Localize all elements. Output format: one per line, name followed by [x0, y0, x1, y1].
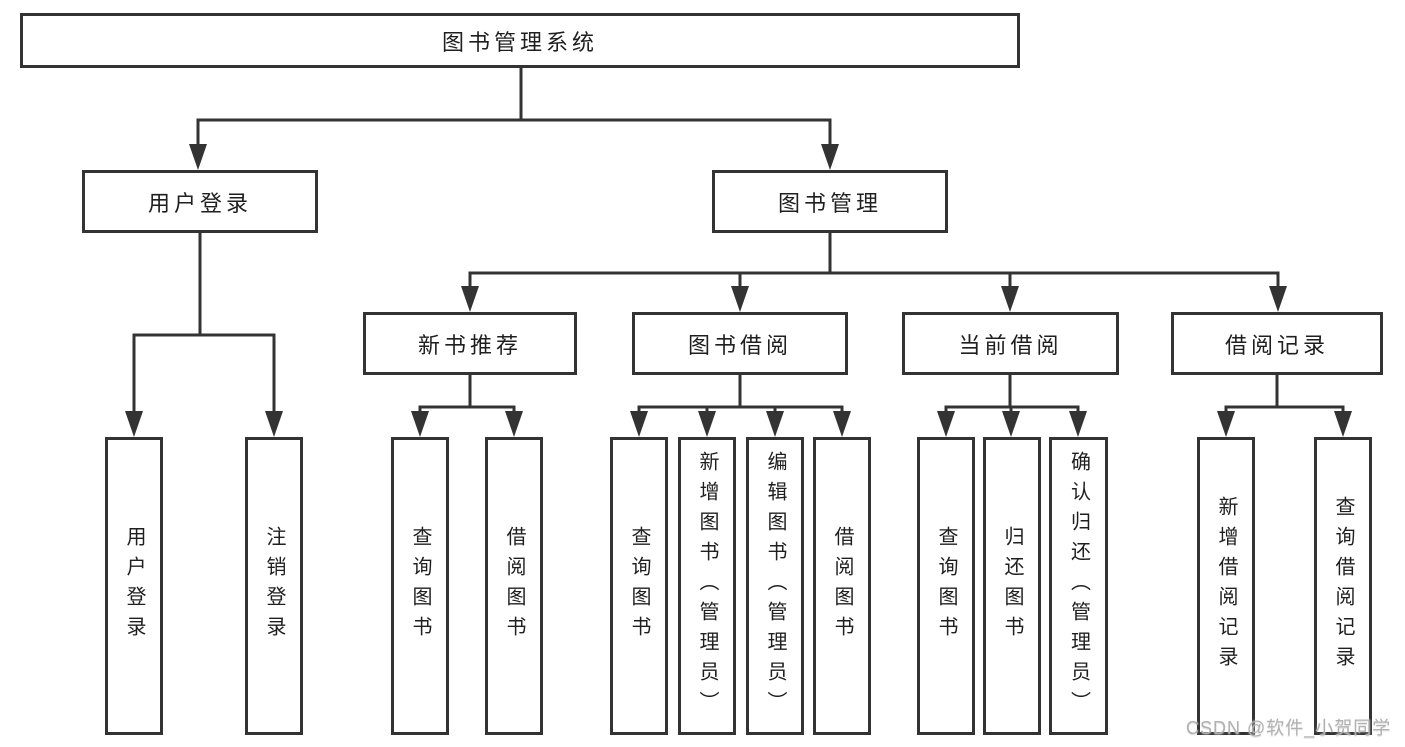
leaf-logout: 注销登录 [245, 437, 303, 735]
leaf-borrow-books: 借阅图书 [813, 437, 871, 735]
node-label: 查询图书 [628, 526, 650, 646]
node-label: 当前借阅 [958, 332, 1063, 358]
node-label: 图书管理系统 [441, 29, 598, 55]
node-label: 借阅图书 [831, 526, 853, 646]
leaf-query-borrow-record: 查询借阅记录 [1314, 437, 1372, 735]
node-label: 借阅记录 [1224, 332, 1329, 358]
node-label: 确认归还（管理员） [1067, 451, 1090, 721]
leaf-return-books: 归还图书 [983, 437, 1041, 735]
node-label: 新书推荐 [417, 332, 522, 358]
node-label: 新增图书（管理员） [696, 451, 718, 721]
leaf-query-books-borrow: 查询图书 [610, 437, 668, 735]
node-library-management-system: 图书管理系统 [20, 13, 1020, 68]
node-label: 查询借阅记录 [1332, 496, 1354, 676]
node-label: 图书管理 [777, 190, 882, 216]
node-new-book-recommendation: 新书推荐 [363, 312, 577, 375]
csdn-watermark: CSDN @软件_小贺同学 [1186, 718, 1392, 738]
leaf-add-borrow-record: 新增借阅记录 [1197, 437, 1255, 735]
node-label: 用户登录 [123, 526, 145, 646]
node-label: 注销登录 [263, 526, 285, 646]
node-borrowing-records: 借阅记录 [1171, 312, 1383, 375]
node-label: 查询图书 [935, 526, 957, 646]
leaf-borrow-books-recommend: 借阅图书 [485, 437, 543, 735]
node-label: 借阅图书 [503, 526, 525, 646]
leaf-confirm-return-admin: 确认归还（管理员） [1049, 437, 1108, 735]
node-label: 用户登录 [147, 190, 252, 216]
leaf-query-books-recommend: 查询图书 [391, 437, 449, 735]
node-label: 编辑图书（管理员） [764, 451, 786, 721]
node-book-borrowing: 图书借阅 [632, 312, 848, 375]
node-book-management: 图书管理 [712, 170, 948, 233]
node-label: 新增借阅记录 [1215, 496, 1237, 676]
leaf-user-login: 用户登录 [105, 437, 163, 735]
leaf-add-books-admin: 新增图书（管理员） [678, 437, 736, 735]
node-label: 归还图书 [1001, 526, 1023, 646]
node-label: 图书借阅 [687, 332, 792, 358]
node-current-borrowing: 当前借阅 [902, 312, 1119, 375]
node-user-login: 用户登录 [82, 170, 318, 233]
leaf-query-books-current: 查询图书 [917, 437, 975, 735]
leaf-edit-books-admin: 编辑图书（管理员） [746, 437, 804, 735]
node-label: 查询图书 [409, 526, 431, 646]
